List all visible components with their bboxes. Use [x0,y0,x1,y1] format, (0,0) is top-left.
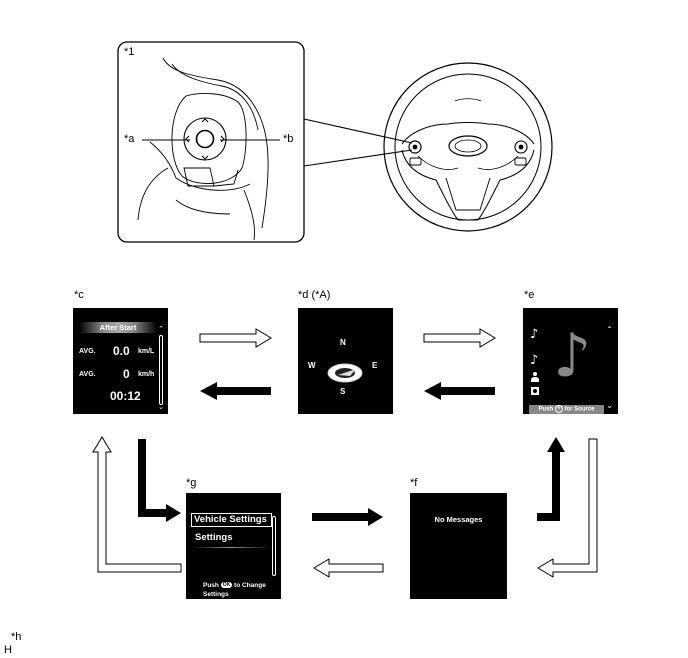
arrow-compass-to-trip [200,382,271,400]
callout-right-switch: *b [283,133,294,145]
steering-wheel-illustration [117,41,553,243]
arrow-messages-to-settings [313,558,384,578]
ok-button-icon: OK [220,582,233,589]
messages-screen: No Messages [410,493,507,599]
arrow-compass-to-audio [423,328,496,348]
elapsed-time: 00:12 [110,389,141,403]
arrow-trip-to-compass [199,328,272,348]
settings-item-settings: Settings [195,532,233,543]
arrow-messages-to-audio [537,437,565,521]
steering-wheel [383,62,553,232]
vehicle-heading-icon [327,363,363,383]
avg-fuel-label: AVG. [79,348,96,355]
callout-settings-screen: *g [186,477,197,489]
callout-audio-screen: *e [524,289,535,301]
arrow-trip-to-settings [138,439,181,522]
hint-change: to Change [234,582,266,589]
arrow-settings-to-messages [312,508,383,526]
avg-speed-unit: km/h [138,371,155,378]
scroll-down-icon: ⌄ [606,401,613,410]
callout-messages-screen: *f [410,477,418,489]
scroll-down-icon: ⌄ [158,404,164,411]
compass-screen: N W E S [298,308,393,414]
music-note-icon: ♪ [530,327,539,342]
trip-header-bar [79,322,157,333]
audio-screen: ♪ ♪ ♪ ⌃ ⌄ Push + for Source [523,308,618,414]
source-bar-prefix: Push [538,406,554,413]
scroll-up-icon: ⌃ [158,326,164,333]
disc-icon [531,387,539,395]
detail-connector [303,118,413,167]
large-music-note-icon: ♪ [553,321,592,391]
settings-divider [192,547,270,548]
hint-push: Push [203,582,219,589]
settings-hint: Push OK to Change [203,581,266,590]
compass-south: S [340,387,346,396]
person-icon [531,372,539,382]
source-bar: Push + for Source [529,405,604,414]
footer-letter: H [4,644,12,656]
arrow-settings-to-trip [92,436,182,573]
callout-footer: *h [11,631,22,643]
callout-left-switch: *a [124,133,135,145]
trip-header: After Start [99,323,137,332]
music-note-bold-icon: ♪ [530,353,539,368]
callout-detail: *1 [124,46,135,58]
trip-info-screen: After Start AVG. 0.0 km/L AVG. 0 km/h 00… [73,308,168,414]
settings-item-vehicle-settings: Vehicle Settings [191,513,272,527]
compass-east: E [372,361,378,370]
settings-screen: Vehicle Settings Settings Push OK to Cha… [186,493,281,599]
avg-fuel-value: 0.0 [113,344,130,358]
compass-north: N [340,338,346,347]
no-messages-text: No Messages [434,515,483,524]
callout-trip-screen: *c [74,289,84,301]
hint-line2: Settings [203,591,229,598]
steering-control-switch [183,117,227,161]
scroll-up-icon: ⌃ [606,325,613,334]
avg-speed-value: 0 [123,367,130,381]
arrow-audio-to-compass [424,382,495,400]
avg-speed-label: AVG. [79,371,96,378]
source-bar-suffix: for Source [564,406,595,413]
avg-fuel-unit: km/L [138,348,155,355]
steering-switch-diagram: *1 *a *b [0,0,688,260]
switch-panel-linework [137,57,269,241]
plus-button-icon: + [554,405,563,413]
arrow-audio-to-messages [537,438,598,578]
callout-compass-screen: *d (*A) [298,289,331,301]
scrollbar [159,335,163,405]
compass-west: W [308,361,316,370]
scrollbar [272,516,276,576]
